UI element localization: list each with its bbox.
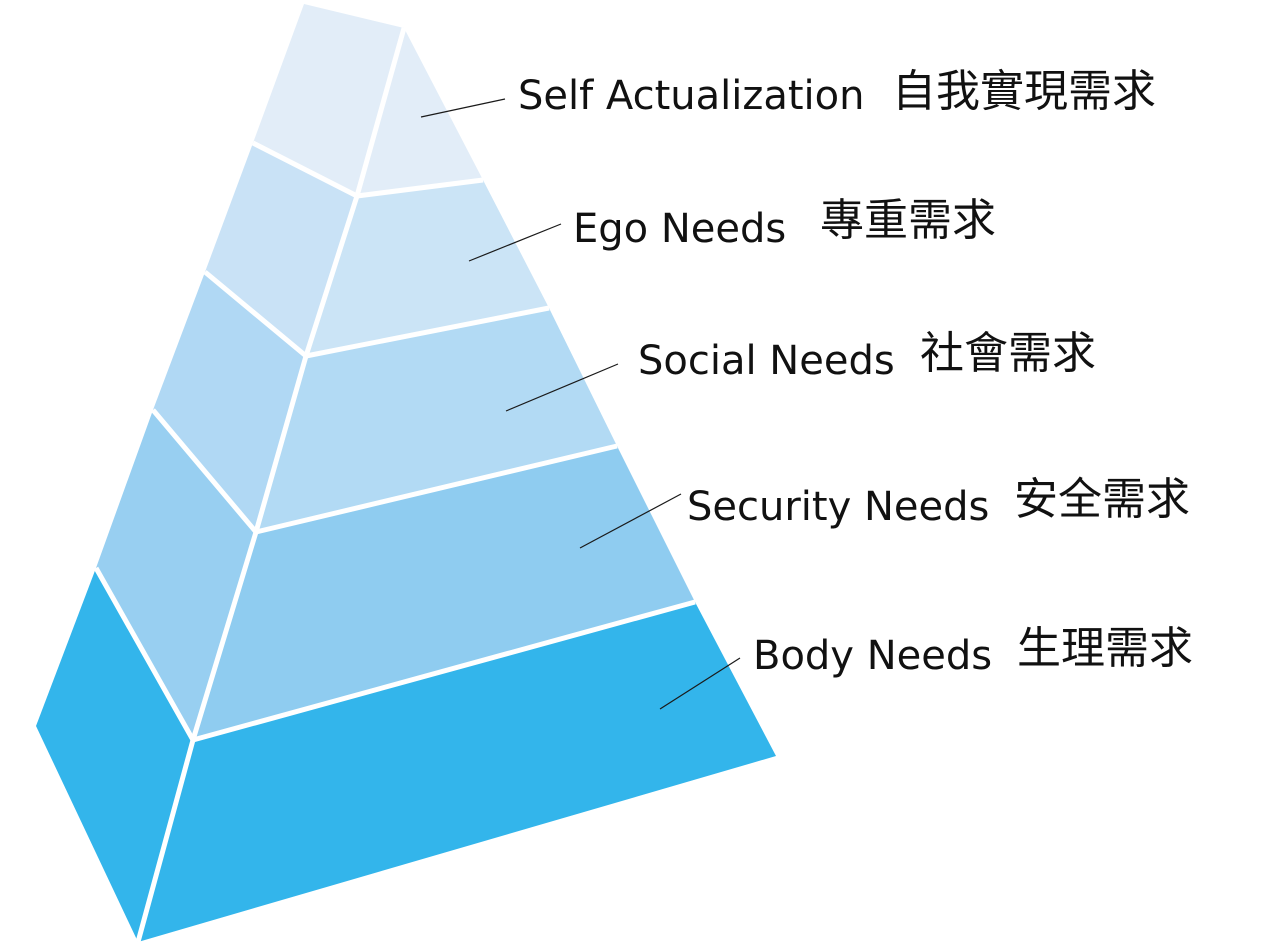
level-labels: Self Actualization 自我實現需求 Ego Needs 專重需求… xyxy=(518,66,1193,679)
pyramid-front-edge xyxy=(135,27,407,943)
level-2-front-face xyxy=(306,180,549,356)
pyramid xyxy=(36,4,776,943)
level-1-label-zh: 自我實現需求 xyxy=(892,66,1156,117)
level-1-front-face xyxy=(357,28,483,196)
level-2-label: Ego Needs xyxy=(573,206,786,252)
level-3-label: Social Needs xyxy=(638,338,895,384)
level-3-label-zh: 社會需求 xyxy=(920,328,1096,379)
leader-line-level-4 xyxy=(579,493,682,549)
leader-line-level-1 xyxy=(420,98,506,118)
level-5-label: Body Needs xyxy=(753,633,992,679)
level-1-label: Self Actualization xyxy=(518,73,864,119)
leader-line-level-3 xyxy=(505,363,619,412)
level-2-label-zh: 專重需求 xyxy=(820,195,996,246)
level-4-label: Security Needs xyxy=(687,484,989,530)
level-5-label-zh: 生理需求 xyxy=(1017,623,1193,674)
leader-lines xyxy=(420,98,741,710)
level-5-front-face xyxy=(138,602,776,942)
level-3-side-face xyxy=(153,272,306,532)
leader-line-level-2 xyxy=(468,223,562,262)
leader-line-level-5 xyxy=(659,657,741,710)
level-5-side-face xyxy=(36,568,193,942)
level-4-label-zh: 安全需求 xyxy=(1014,474,1190,525)
level-3-front-face xyxy=(256,308,617,532)
level-1-side-face xyxy=(253,4,404,196)
